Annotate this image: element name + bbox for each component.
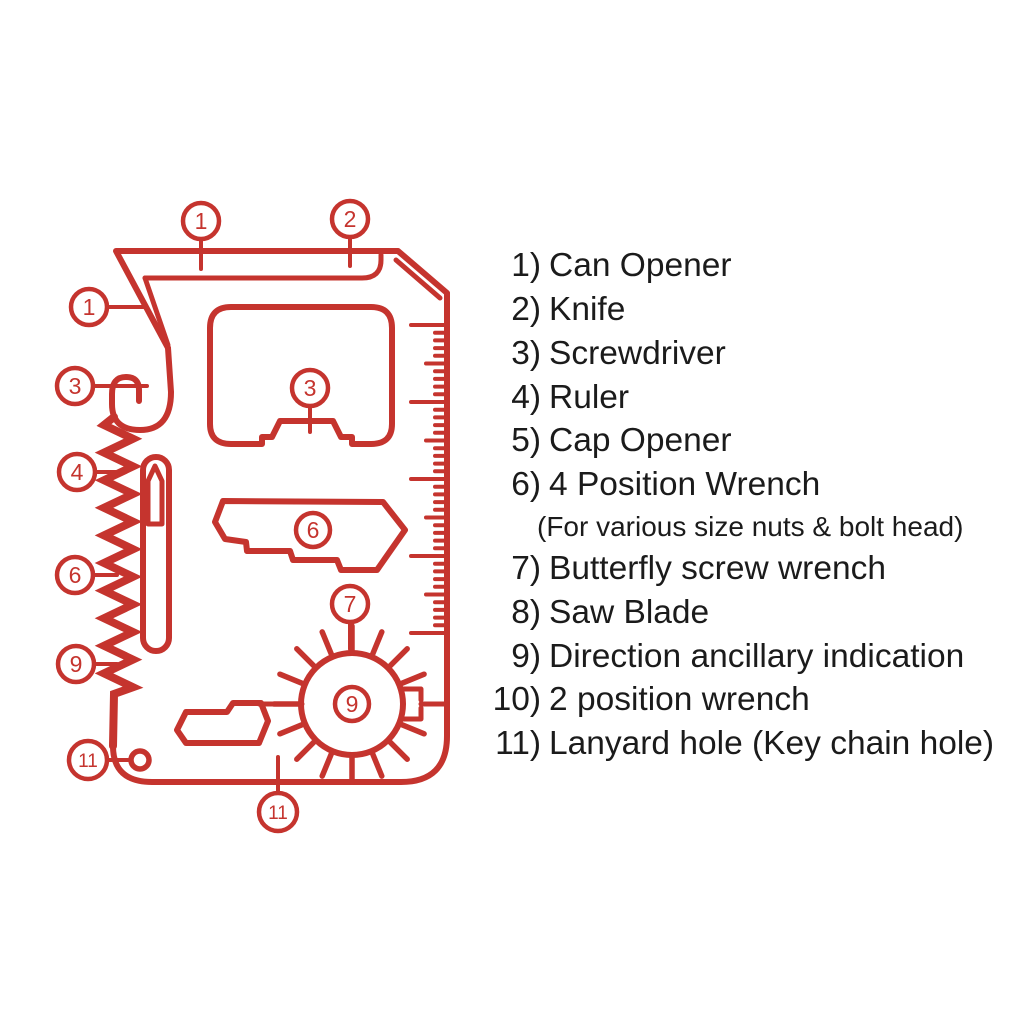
callout-3-left-label: 3 [69,373,82,399]
butterfly-gear [256,623,449,785]
callout-9-left-label: 9 [70,651,83,677]
saw-blade-edge [94,413,144,750]
callout-2-top: 2 [329,198,371,240]
screwdriver-cutout [207,304,395,447]
legend-item-number: 2) [511,290,541,328]
legend-item-number: 11) [495,725,541,763]
ruler-ticks [409,323,449,635]
legend-item-8: 8) Saw Blade [486,591,994,635]
callout-3-left: 3 [54,365,96,407]
callout-11-bottom-label: 11 [268,803,288,824]
callout-1-top-label: 1 [195,208,208,234]
legend-item-6-note: (For various size nuts & bolt head) [537,510,964,542]
legend-item-number: 9) [511,637,541,675]
legend-item-label: Saw Blade [549,593,710,631]
legend-item-6: 6) 4 Position Wrench [486,463,994,507]
gear-spokes [271,623,427,785]
legend-item-number: 3) [511,334,541,372]
legend-item-number: 5) [511,422,541,460]
can-opener-slot-line [142,252,384,281]
corner-chamfer-inner-line [393,257,443,301]
legend-item-7: 7) Butterfly screw wrench [486,547,994,591]
lanyard-hole [128,748,152,772]
legend-item-number: 6) [511,466,541,504]
toothpick [145,463,165,527]
wrench-4-position-cutout [212,498,408,573]
callout-11-bottom: 11 [256,790,300,834]
callout-7: 7 [329,583,371,625]
callout-9-left: 9 [55,643,97,685]
callout-1-top: 1 [180,200,222,242]
callout-4-left: 4 [56,451,98,493]
callout-9-center-label: 9 [346,691,359,717]
legend-item-label: 2 position wrench [549,681,810,719]
legend-item-label: 4 Position Wrench [549,466,821,504]
callout-6-center: 6 [293,510,333,550]
callout-markers: 1 2 1 3 4 [54,198,372,834]
callout-7-label: 7 [344,591,357,617]
legend-item-11: 11) Lanyard hole (Key chain hole) [486,722,994,766]
legend-item-3: 3) Screwdriver [486,332,994,376]
toothpick-slot [140,454,172,654]
callout-3-center-label: 3 [304,375,317,401]
legend-item-label: Cap Opener [549,422,732,460]
callout-2-top-label: 2 [344,206,357,232]
legend-item-1: 1) Can Opener [486,244,994,288]
legend-item-label: Direction ancillary indication [549,637,965,675]
legend-item-9: 9) Direction ancillary indication [486,634,994,678]
wrench-2-position-cutout [174,700,271,746]
callout-6-left: 6 [54,554,96,596]
legend-item-5: 5) Cap Opener [486,419,994,463]
callout-9-center: 9 [332,684,372,724]
legend-item-number: 7) [511,549,541,587]
legend-item-number: 8) [511,593,541,631]
legend-item-label: Can Opener [549,247,732,285]
legend-item-number: 1) [511,247,541,285]
legend-item-number: 10) [492,681,541,719]
legend-item-label: Ruler [549,378,630,416]
legend-item-label: Butterfly screw wrench [549,549,886,587]
legend-item-4: 4) Ruler [486,375,994,419]
callout-4-left-label: 4 [71,459,84,485]
callout-6-center-label: 6 [307,517,320,543]
callout-11-left: 11 [66,738,110,782]
legend-item-label: Knife [549,290,626,328]
callout-1-left: 1 [68,286,110,328]
legend-list: 1) Can Opener 2) Knife 3) Screwdriver 4)… [486,244,995,766]
legend-item-2: 2) Knife [486,288,994,332]
knife-blade-inner-edge [142,275,171,348]
legend-item-10: 10) 2 position wrench [486,678,994,722]
legend-item-number: 4) [511,378,541,416]
callout-3-center: 3 [289,367,331,409]
callout-1-left-label: 1 [83,294,96,320]
callout-6-left-label: 6 [69,562,82,588]
gear-notch [399,686,424,722]
legend-item-label: Screwdriver [549,334,726,372]
card-outline [110,248,450,785]
cap-opener-hook [109,345,174,433]
callout-leader-lines [91,235,352,796]
legend-item-label: Lanyard hole (Key chain hole) [549,725,995,763]
callout-11-left-label: 11 [78,751,98,772]
